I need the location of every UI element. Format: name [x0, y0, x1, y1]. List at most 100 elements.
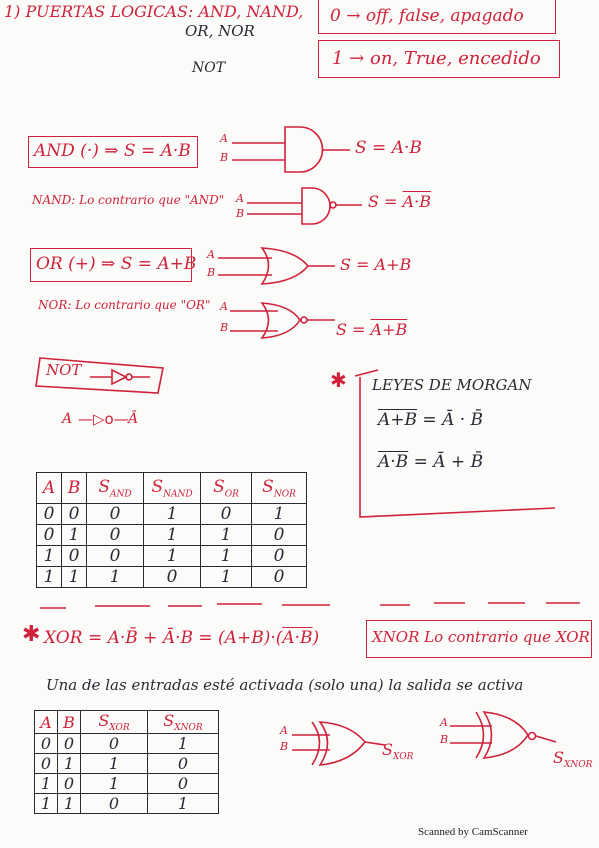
xnor-def-box — [366, 620, 592, 658]
xor-input-b: B — [280, 740, 289, 753]
table-cell: 0 — [147, 753, 219, 775]
table-cell: 0 — [34, 733, 58, 755]
xor-input-a: A — [280, 724, 288, 737]
and-output: S = A·B — [355, 138, 422, 158]
xor-gate-symbol — [292, 721, 386, 766]
or-input-a: A — [207, 248, 215, 261]
table-cell: 1 — [147, 793, 219, 815]
table-cell: 0 — [36, 524, 62, 546]
nor-output: S = A+B — [336, 320, 408, 339]
scanner-watermark: Scanned by CamScanner — [418, 826, 528, 838]
table-cell: 1 — [36, 545, 62, 567]
xor-formula: XOR = A·B̄ + Ā·B = (A+B)·(A·B) — [44, 628, 320, 648]
not-example-arrow-icon: —▷o— — [78, 410, 129, 428]
header-cell: SOR — [200, 472, 252, 504]
table-cell: 0 — [57, 773, 81, 795]
nor-input-a: A — [220, 300, 228, 313]
table-cell: 1 — [200, 524, 252, 546]
demorgan-bracket — [359, 377, 556, 518]
or-definition: OR (+) ⇒ S = A+B — [36, 254, 197, 274]
binary-zero-box — [318, 0, 556, 34]
and-def-box — [28, 136, 198, 168]
header-cell: A — [36, 472, 62, 504]
table-cell: 0 — [36, 503, 62, 525]
table-cell: 0 — [57, 733, 81, 755]
title-line-2: OR, NOR — [185, 22, 255, 40]
table-cell: 0 — [86, 503, 144, 525]
binary-one-box — [318, 40, 560, 78]
table-header-row: A B SAND SNAND SOR SNOR — [36, 472, 307, 504]
table-cell: 0 — [200, 503, 252, 525]
nand-input-a: A — [236, 192, 244, 205]
and-input-b: B — [220, 151, 229, 164]
separator-dashes — [40, 602, 580, 609]
page-title: 1) PUERTAS LOGICAS: AND, NAND, — [4, 2, 304, 21]
table-cell: 0 — [61, 503, 87, 525]
table-cell: 0 — [143, 566, 201, 588]
xnor-input-a: A — [440, 716, 448, 729]
header-cell: SXOR — [80, 709, 148, 735]
table-cell: 1 — [143, 503, 201, 525]
xnor-definition: XNOR Lo contrario que XOR — [372, 628, 590, 646]
table-cell: 1 — [143, 524, 201, 546]
nor-definition: NOR: Lo contrario que "OR" — [38, 298, 211, 312]
table-cell: 0 — [61, 545, 87, 567]
demorgan-law-1: A+B = Ā · B̄ — [378, 410, 484, 430]
nand-definition: NAND: Lo contrario que "AND" — [32, 193, 225, 207]
binary-one-text: 1 → on, True, encedido — [332, 48, 541, 69]
table-cell: 1 — [251, 503, 307, 525]
xor-description: Una de las entradas esté activada (solo … — [46, 676, 524, 694]
header-cell: SNAND — [143, 472, 201, 504]
or-gate-symbol — [218, 247, 335, 285]
or-input-b: B — [207, 266, 216, 279]
xnor-gate-symbol — [450, 711, 557, 759]
table-cell: 1 — [61, 524, 87, 546]
table-cell: 0 — [251, 545, 307, 567]
or-def-box — [30, 248, 192, 282]
table-cell: 1 — [34, 773, 58, 795]
table-cell: 0 — [80, 793, 148, 815]
table-cell: 1 — [147, 733, 219, 755]
table-cell: 1 — [34, 793, 58, 815]
header-cell: SXNOR — [147, 709, 219, 735]
table-cell: 0 — [80, 733, 148, 755]
xnor-input-b: B — [440, 733, 449, 746]
table-cell: 1 — [61, 566, 87, 588]
table-cell: 0 — [251, 524, 307, 546]
table-cell: 0 — [251, 566, 307, 588]
table-cell: 0 — [86, 524, 144, 546]
table-cell: 1 — [86, 566, 144, 588]
and-input-a: A — [220, 132, 228, 145]
table-cell: 0 — [147, 773, 219, 795]
binary-zero-text: 0 → off, false, apagado — [330, 6, 524, 26]
nand-output: S = A·B — [368, 192, 431, 211]
header-cell: B — [61, 472, 87, 504]
demorgan-law-2: A·B = Ā + B̄ — [378, 452, 484, 472]
header-cell: B — [57, 709, 81, 735]
nand-gate-symbol — [247, 187, 362, 225]
demorgan-title: LEYES DE MORGAN — [372, 376, 532, 394]
or-output: S = A+B — [340, 255, 412, 274]
nor-input-b: B — [220, 321, 229, 334]
nand-input-b: B — [236, 207, 245, 220]
not-definition: NOT — [46, 361, 82, 379]
header-cell: A — [34, 709, 58, 735]
and-definition: AND (·) ⇒ S = A·B — [34, 141, 191, 161]
not-box — [35, 357, 164, 394]
table-cell: 1 — [143, 545, 201, 567]
table-cell: 0 — [86, 545, 144, 567]
table-cell: 1 — [80, 753, 148, 775]
table-cell: 1 — [80, 773, 148, 795]
asterisk-icon: ✱ — [330, 368, 347, 392]
table-cell: 1 — [36, 566, 62, 588]
nor-gate-symbol — [230, 302, 335, 339]
